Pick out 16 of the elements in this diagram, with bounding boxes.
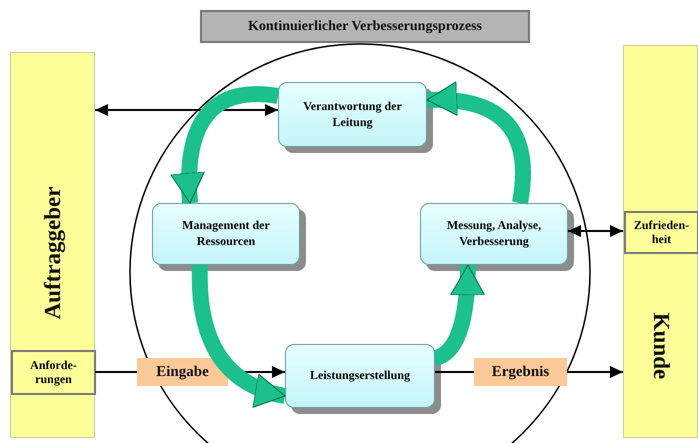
arrow xyxy=(567,366,623,378)
arrow xyxy=(568,225,623,237)
arrow xyxy=(95,104,278,116)
curved-arrow xyxy=(192,264,287,406)
title-box: Kontinuierlicher Verbesserungsprozess xyxy=(200,10,530,43)
curved-arrow xyxy=(426,82,531,204)
band-label: Kunde xyxy=(648,312,674,380)
label-box: Zufrieden- heit xyxy=(624,211,698,254)
side-band xyxy=(10,52,95,438)
flow-tag: Eingabe xyxy=(137,358,228,386)
label-box: Anforde- rungen xyxy=(11,350,96,395)
curved-arrow xyxy=(171,86,279,204)
flow-tag: Ergebnis xyxy=(474,358,567,386)
band-label: Auftraggeber xyxy=(40,186,66,320)
curved-arrow xyxy=(432,264,485,366)
side-band xyxy=(623,45,698,438)
